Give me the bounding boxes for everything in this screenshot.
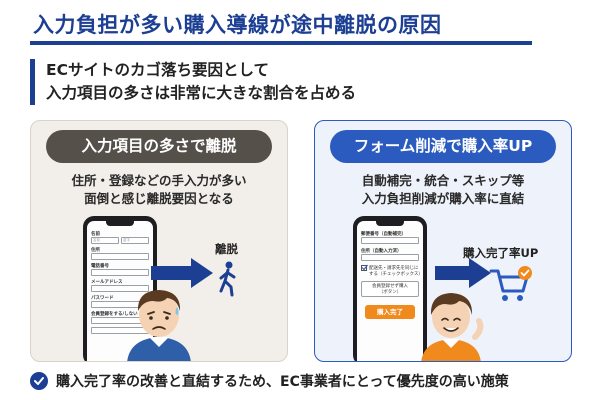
page-title: 入力負担が多い購入導線が途中離脱の原因 bbox=[33, 13, 442, 37]
left-phone: 名前 名前 苗字 住所 電話番号 メールアドレス パスワード 会員登録をする/し… bbox=[83, 216, 157, 361]
exit-arrow-icon bbox=[151, 258, 213, 288]
register-field-label: 会員登録をする/しない bbox=[91, 312, 138, 317]
left-card: 入力項目の多さで離脱 住所・登録などの手入力が多い 面倒と感じ離脱要因となる 名… bbox=[30, 120, 288, 362]
phone-notch bbox=[376, 221, 404, 226]
happy-person-icon bbox=[421, 293, 484, 361]
right-phone: 郵便番号（自動補完） 住所（自動入力済） 配送先・請求先を同じに する（チェック… bbox=[353, 216, 427, 361]
title-underline bbox=[30, 41, 532, 45]
shopping-cart-icon bbox=[489, 266, 532, 301]
postal-input[interactable] bbox=[361, 237, 419, 244]
footer-note: 購入完了率の改善と直結するため、EC事業者にとって優先度の高い施策 bbox=[30, 371, 509, 391]
address-input[interactable] bbox=[91, 253, 149, 260]
first-name-placeholder: 名前 bbox=[93, 238, 100, 242]
purchase-complete-button[interactable]: 購入完了 bbox=[365, 305, 415, 319]
goal-arrow-icon bbox=[435, 258, 491, 288]
guest-line-2: （ボタン） bbox=[378, 290, 402, 295]
phone-notch bbox=[106, 221, 134, 226]
left-card-pill: 入力項目の多さで離脱 bbox=[46, 130, 272, 163]
right-desc-line-2: 入力負担削減が購入率に直結 bbox=[361, 191, 525, 206]
left-phone-screen: 名前 名前 苗字 住所 電話番号 メールアドレス パスワード 会員登録をする/し… bbox=[87, 221, 153, 361]
same-address-checkbox[interactable] bbox=[361, 265, 367, 271]
first-name-input[interactable] bbox=[91, 237, 119, 244]
address-field-label: 住所 bbox=[91, 248, 100, 253]
right-phone-screen: 郵便番号（自動補完） 住所（自動入力済） 配送先・請求先を同じに する（チェック… bbox=[357, 221, 423, 361]
email-input[interactable] bbox=[91, 285, 149, 292]
right-desc-line-1: 自動補完・統合・スキップ等 bbox=[361, 173, 525, 188]
intro-block: ECサイトのカゴ落ち要因として 入力項目の多さは非常に大きな割合を占める bbox=[30, 59, 356, 105]
phone-field-label: 電話番号 bbox=[91, 264, 109, 269]
password-field-label: パスワード bbox=[91, 296, 114, 301]
left-desc-line-2: 面倒と感じ離脱要因となる bbox=[84, 191, 234, 206]
last-name-input[interactable] bbox=[121, 237, 149, 244]
goal-label: 購入完了率UP bbox=[463, 246, 539, 260]
phone-input[interactable] bbox=[91, 269, 149, 276]
exit-label: 離脱 bbox=[215, 242, 238, 256]
right-card: フォーム削減で購入率UP 自動補完・統合・スキップ等 入力負担削減が購入率に直結… bbox=[314, 120, 572, 362]
same-address-line-1: 配送先・請求先を同じに bbox=[369, 266, 419, 271]
right-card-desc: 自動補完・統合・スキップ等 入力負担削減が購入率に直結 bbox=[315, 172, 571, 208]
postal-field-label: 郵便番号（自動補完） bbox=[361, 232, 406, 237]
left-desc-line-1: 住所・登録などの手入力が多い bbox=[71, 173, 247, 188]
same-address-line-2: する（チェックボックス） bbox=[369, 272, 423, 277]
check-circle-icon bbox=[30, 372, 48, 390]
intro-line-2: 入力項目の多さは非常に大きな割合を占める bbox=[46, 84, 357, 102]
footer-text: 購入完了率の改善と直結するため、EC事業者にとって優先度の高い施策 bbox=[56, 374, 509, 390]
name-field-label: 名前 bbox=[91, 232, 100, 237]
left-card-desc: 住所・登録などの手入力が多い 面倒と感じ離脱要因となる bbox=[31, 172, 287, 208]
last-name-placeholder: 苗字 bbox=[123, 238, 130, 242]
guest-line-1: 会員登録せず購入 bbox=[372, 284, 408, 289]
walking-person-icon bbox=[219, 261, 236, 297]
address-field-label: 住所（自動入力済） bbox=[361, 249, 402, 254]
frustrated-person-icon bbox=[127, 290, 191, 361]
intro-line-1: ECサイトのカゴ落ち要因として bbox=[46, 61, 269, 79]
email-field-label: メールアドレス bbox=[91, 280, 123, 285]
address-input[interactable] bbox=[361, 254, 419, 261]
checkmark-icon bbox=[361, 264, 368, 271]
right-card-pill: フォーム削減で購入率UP bbox=[330, 130, 556, 163]
guest-purchase-button[interactable] bbox=[361, 281, 419, 297]
